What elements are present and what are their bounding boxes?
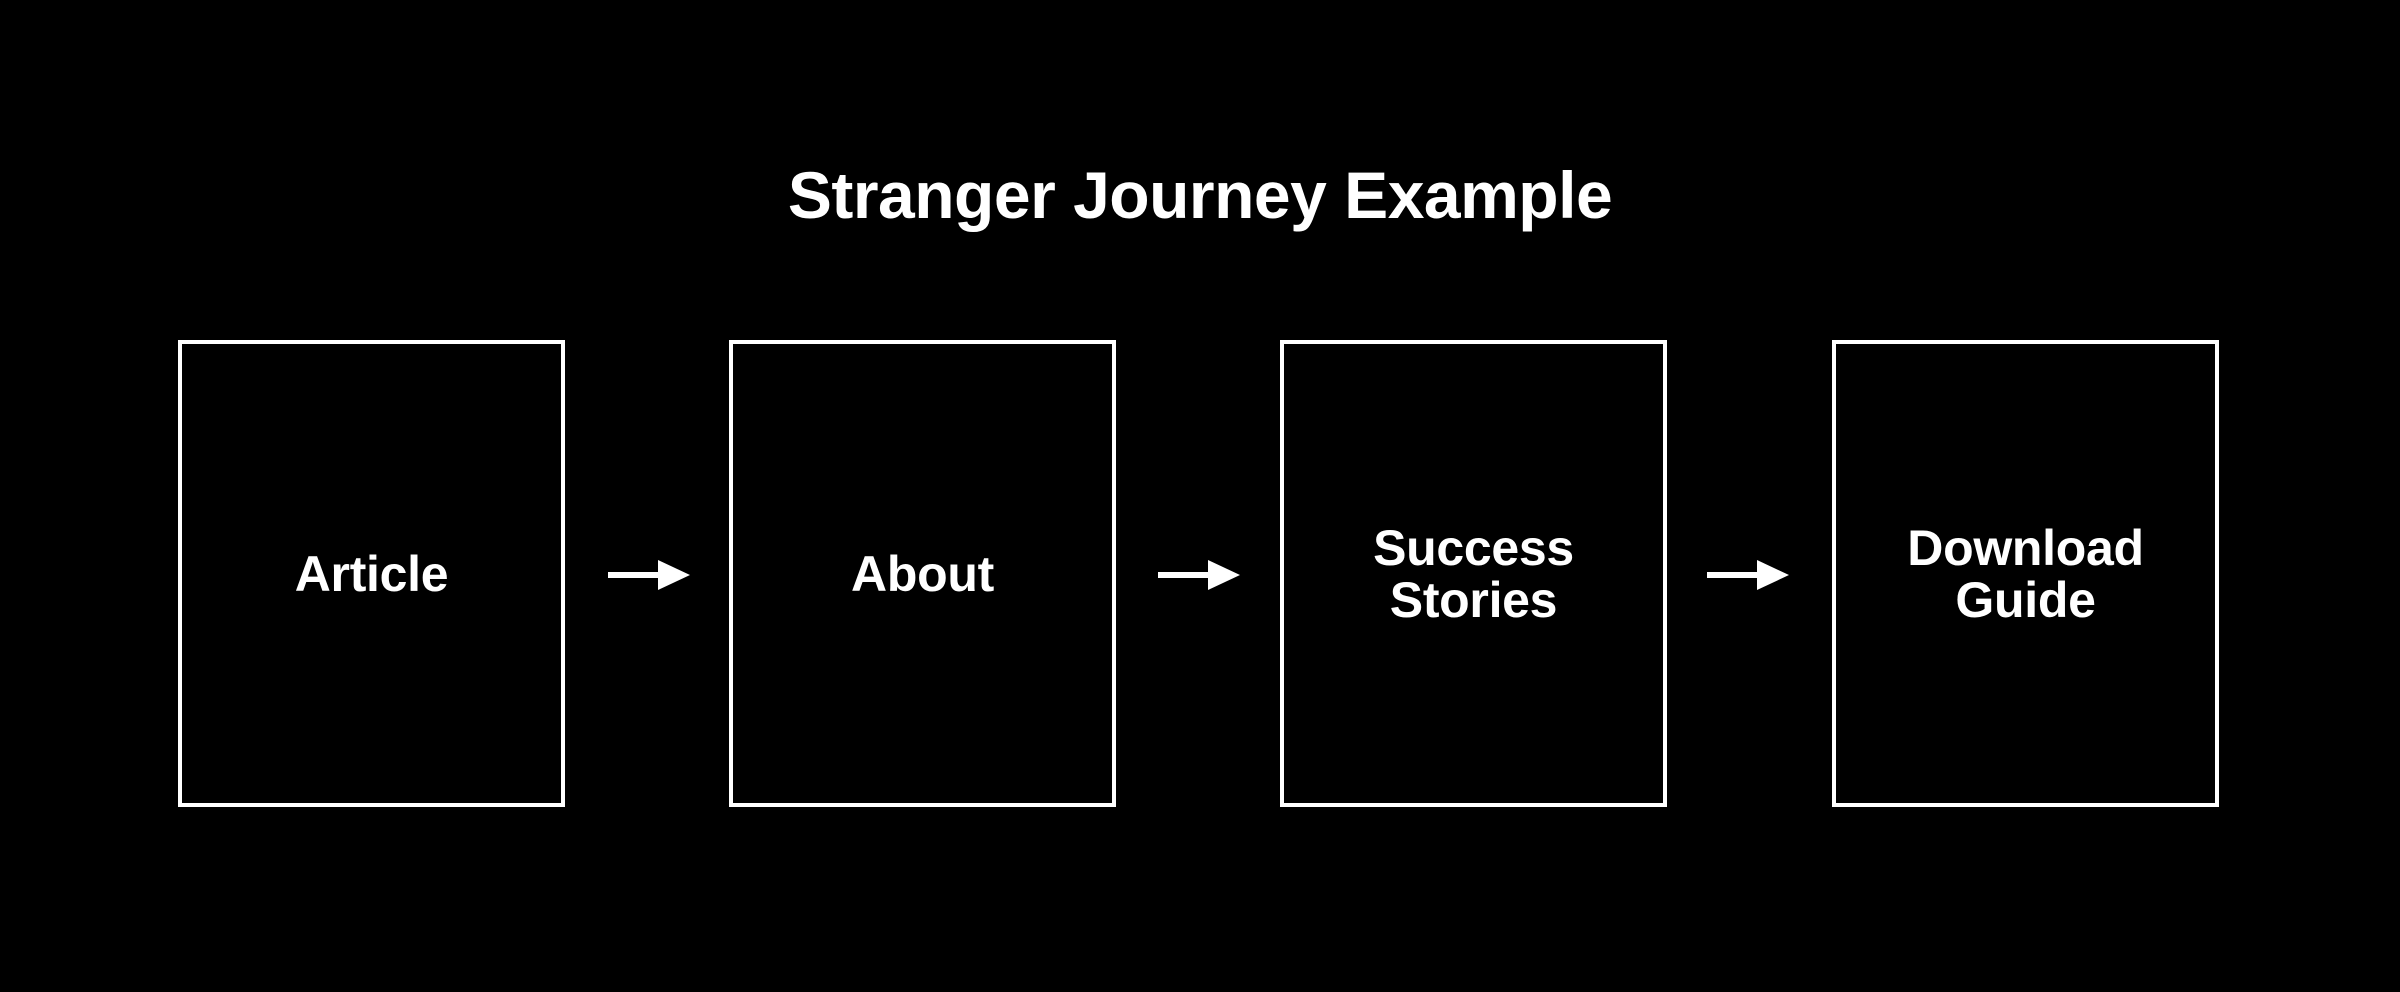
journey-step-about: About bbox=[729, 340, 1116, 807]
diagram-title: Stranger Journey Example bbox=[787, 158, 1613, 232]
journey-step-success-stories: Success Stories bbox=[1280, 340, 1667, 807]
step-label: Download Guide bbox=[1907, 519, 2144, 628]
journey-step-article: Article bbox=[178, 340, 565, 807]
step-label: Success Stories bbox=[1373, 519, 1574, 628]
step-label: Article bbox=[294, 545, 449, 602]
right-arrow-icon bbox=[608, 560, 690, 590]
right-arrow-icon bbox=[1707, 560, 1789, 590]
right-arrow-icon bbox=[1158, 560, 1240, 590]
journey-step-download-guide: Download Guide bbox=[1832, 340, 2219, 807]
step-label: About bbox=[851, 545, 994, 602]
